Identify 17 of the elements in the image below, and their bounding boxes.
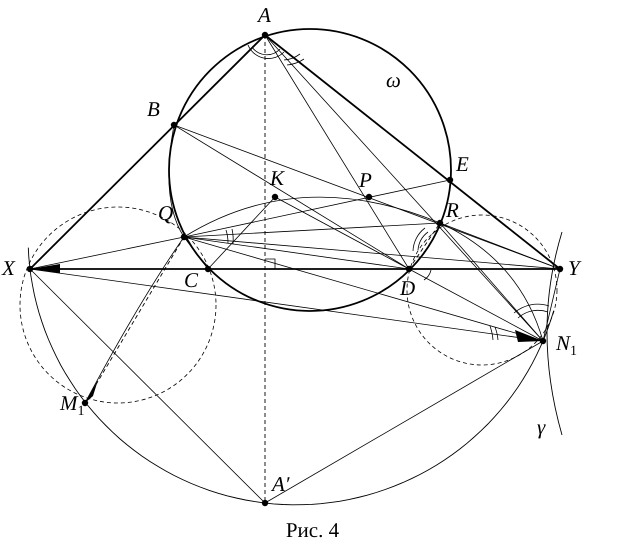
point-label: A′ xyxy=(272,474,290,495)
point-label: R xyxy=(446,200,459,221)
point-label: B xyxy=(147,99,160,120)
point-label: P xyxy=(359,170,372,191)
point-label: Q xyxy=(158,203,174,224)
point-label: E xyxy=(456,154,469,175)
point-label: A xyxy=(258,5,271,26)
point-label: γ xyxy=(537,417,546,438)
point-label: D xyxy=(400,278,416,299)
point-label: C xyxy=(184,270,198,291)
point-label: X xyxy=(2,258,15,279)
figure-caption: Рис. 4 xyxy=(286,518,340,542)
point-label: Y xyxy=(568,258,580,279)
point-label: ω xyxy=(386,70,401,91)
point-label: K xyxy=(270,168,284,189)
point-label: N$_{1}$ xyxy=(556,333,578,360)
point-label: M$_{1}$ xyxy=(60,393,84,420)
